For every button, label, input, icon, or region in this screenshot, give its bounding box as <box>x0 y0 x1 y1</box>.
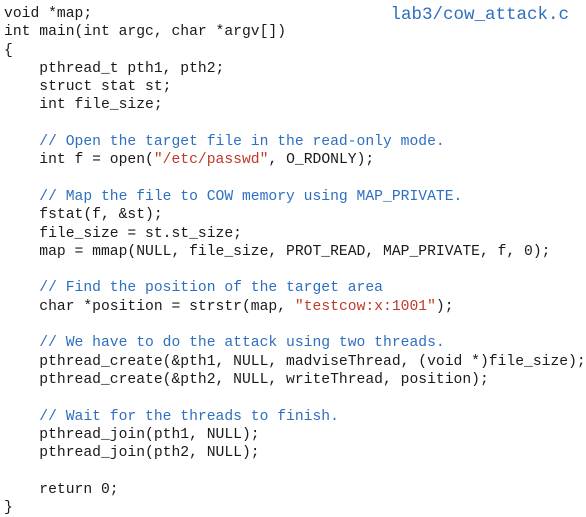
code-line: pthread_create(&pth1, NULL, madviseThrea… <box>4 353 586 371</box>
code-comment: // Open the target file in the read-only… <box>4 134 445 151</box>
code-text: ); <box>435 298 454 315</box>
code-text: pthread_create(&pth2, NULL, writeThread,… <box>4 371 489 388</box>
code-text: , O_RDONLY); <box>268 152 375 169</box>
code-line: // Wait for the threads to finish. <box>4 408 586 426</box>
code-line: char *position = strstr(map, "testcow:x:… <box>4 298 586 316</box>
code-line: int file_size; <box>4 96 586 114</box>
blank-line <box>4 316 586 334</box>
code-line: map = mmap(NULL, file_size, PROT_READ, M… <box>4 243 586 261</box>
code-text: file_size = st.st_size; <box>4 225 242 242</box>
code-line: pthread_create(&pth2, NULL, writeThread,… <box>4 371 586 389</box>
code-text: int f = open( <box>4 152 154 169</box>
blank-line <box>4 389 586 407</box>
code-line: return 0; <box>4 481 586 499</box>
code-text: pthread_join(pth1, NULL); <box>4 426 260 443</box>
code-line: { <box>4 42 586 60</box>
code-line: // We have to do the attack using two th… <box>4 334 586 352</box>
blank-line <box>4 170 586 188</box>
code-line: pthread_t pth1, pth2; <box>4 60 586 78</box>
code-line: pthread_join(pth2, NULL); <box>4 444 586 462</box>
code-text: char *position = strstr(map, <box>4 298 295 315</box>
file-path-label: lab3/cow_attack.c <box>390 5 569 25</box>
code-comment: // Find the position of the target area <box>4 280 383 297</box>
code-line: file_size = st.st_size; <box>4 225 586 243</box>
code-text: } <box>4 500 13 517</box>
code-line: pthread_join(pth1, NULL); <box>4 426 586 444</box>
code-text: return 0; <box>4 481 119 498</box>
code-line: struct stat st; <box>4 78 586 96</box>
code-text: pthread_t pth1, pth2; <box>4 60 225 77</box>
blank-line <box>4 261 586 279</box>
blank-line <box>4 115 586 133</box>
code-line: fstat(f, &st); <box>4 206 586 224</box>
blank-line <box>4 462 586 480</box>
code-text: struct stat st; <box>4 79 172 96</box>
code-comment: // We have to do the attack using two th… <box>4 335 445 352</box>
code-text: pthread_create(&pth1, NULL, madviseThrea… <box>4 353 586 370</box>
code-slide: void *map; int main(int argc, char *argv[… <box>4 5 586 517</box>
code-line: // Find the position of the target area <box>4 279 586 297</box>
code-string-literal: "/etc/passwd" <box>153 152 269 169</box>
code-line: int main(int argc, char *argv[]) <box>4 23 586 41</box>
code-line: } <box>4 499 586 517</box>
code-text: int main(int argc, char *argv[]) <box>4 24 287 41</box>
code-text: { <box>4 42 13 59</box>
code-comment: // Wait for the threads to finish. <box>4 408 339 425</box>
code-line: void *map; <box>4 5 586 23</box>
code-text: int file_size; <box>4 97 163 114</box>
code-line: // Map the file to COW memory using MAP_… <box>4 188 586 206</box>
code-comment: // Map the file to COW memory using MAP_… <box>4 188 463 205</box>
code-text: map = mmap(NULL, file_size, PROT_READ, M… <box>4 243 551 260</box>
code-block: void *map; int main(int argc, char *argv[… <box>4 5 586 517</box>
code-string-literal: "testcow:x:1001" <box>294 298 436 315</box>
code-line: int f = open("/etc/passwd", O_RDONLY); <box>4 151 586 169</box>
code-text: pthread_join(pth2, NULL); <box>4 445 260 462</box>
code-text: void *map; <box>4 6 93 22</box>
code-text: fstat(f, &st); <box>4 207 163 224</box>
code-line: // Open the target file in the read-only… <box>4 133 586 151</box>
